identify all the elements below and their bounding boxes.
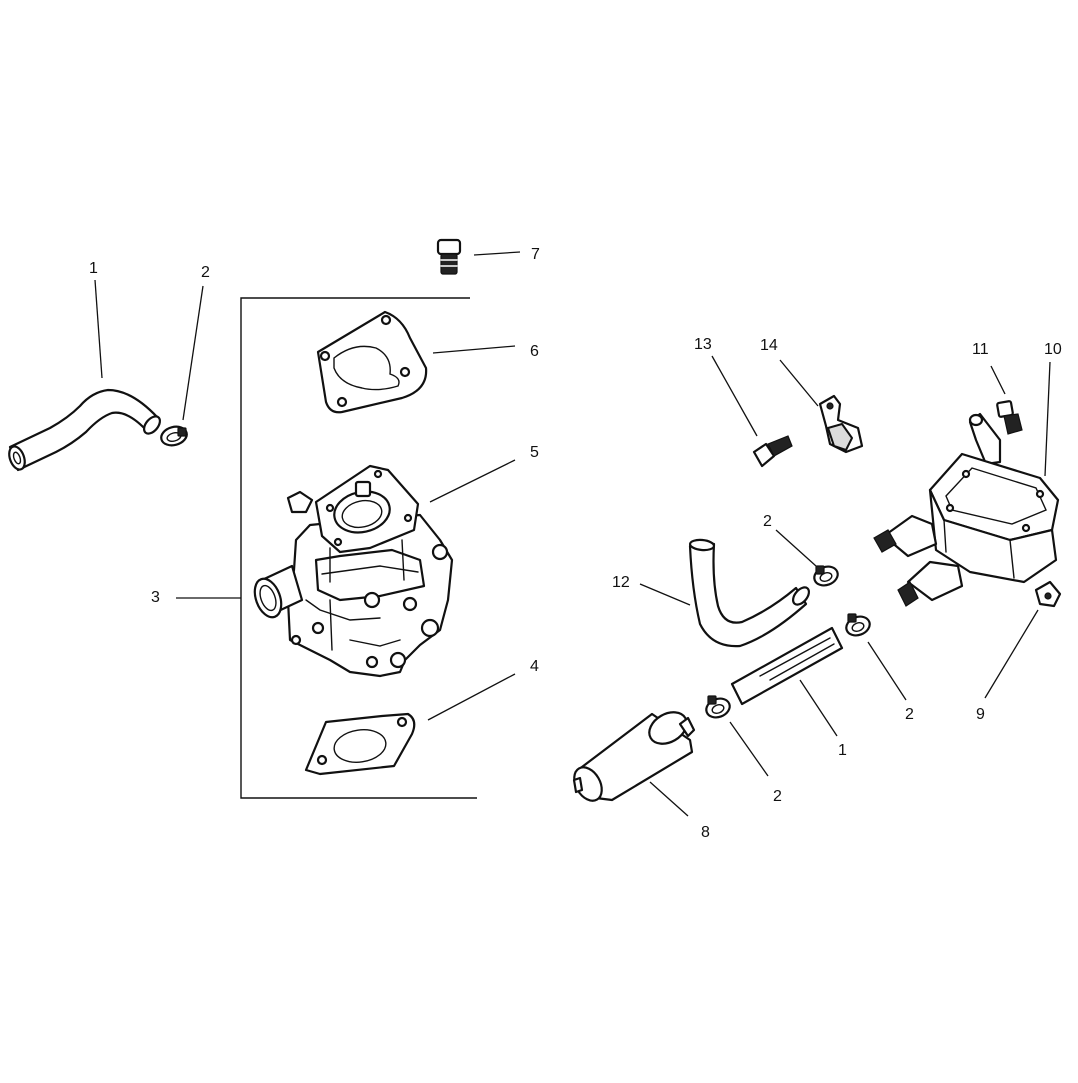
callout-4-bottom-gasket: 4 bbox=[530, 658, 539, 675]
callout-2-clamp-lower: 2 bbox=[773, 788, 782, 805]
callout-5-carburetor: 5 bbox=[530, 444, 539, 461]
callout-9-plug: 9 bbox=[976, 706, 985, 723]
callout-10-fuel-pump: 10 bbox=[1044, 341, 1062, 358]
callout-1-hose-straight: 1 bbox=[838, 742, 847, 759]
callout-13-screw: 13 bbox=[694, 336, 712, 353]
hose-clamp-lower bbox=[705, 695, 731, 719]
callout-2-clamp-middle: 2 bbox=[905, 706, 914, 723]
fuel-filter bbox=[572, 711, 696, 802]
fuel-pump bbox=[873, 412, 1060, 607]
bolt-top bbox=[436, 238, 462, 275]
callout-2-clamp-left: 2 bbox=[201, 264, 210, 281]
small-fitting bbox=[996, 400, 1023, 435]
bottom-gasket bbox=[304, 712, 416, 776]
callout-14-clip: 14 bbox=[760, 337, 778, 354]
leader-lines bbox=[94, 251, 1051, 817]
drain-plug bbox=[1034, 580, 1062, 608]
callout-6-top-gasket: 6 bbox=[530, 343, 539, 360]
fuel-hose-straight bbox=[730, 626, 844, 706]
callout-11-fitting: 11 bbox=[972, 341, 989, 358]
callout-12-hose-right: 12 bbox=[612, 574, 630, 591]
hose-clamp-left bbox=[160, 425, 188, 447]
fuel-hose-right bbox=[688, 538, 811, 648]
carburetor bbox=[253, 464, 454, 678]
callout-2-clamp-upper: 2 bbox=[763, 513, 772, 530]
hose-clamp-upper bbox=[813, 565, 839, 587]
callout-numbers: 1 2 3 4 5 6 7 13 14 11 10 2 12 2 9 1 2 8 bbox=[89, 246, 1062, 841]
callout-1-hose-left: 1 bbox=[89, 260, 98, 277]
hose-clamp-middle bbox=[845, 613, 871, 637]
screw bbox=[752, 435, 793, 468]
callout-7-bolt: 7 bbox=[531, 246, 540, 263]
hose-clip bbox=[818, 394, 864, 454]
fuel-hose-left bbox=[8, 388, 162, 472]
callout-3-carburetor-assembly: 3 bbox=[151, 589, 160, 606]
top-gasket bbox=[316, 310, 428, 414]
assembly-bracket bbox=[240, 297, 477, 799]
callout-8-fuel-filter: 8 bbox=[701, 824, 710, 841]
